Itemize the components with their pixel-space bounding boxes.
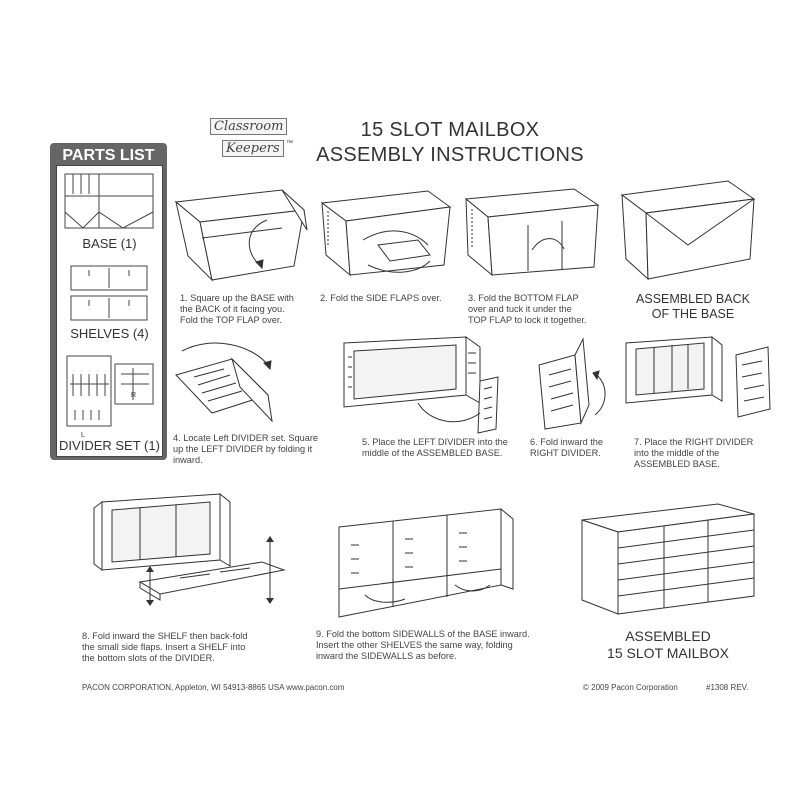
- step9-text-2: Insert the other SHELVES the same way, f…: [316, 640, 566, 651]
- parts-item-base: BASE (1): [57, 236, 162, 251]
- parts-list-heading: PARTS LIST: [50, 147, 167, 165]
- divider-set-illustration: [65, 354, 157, 430]
- title-line2: ASSEMBLY INSTRUCTIONS: [300, 144, 600, 167]
- step1-text-3: Fold the TOP FLAP over.: [180, 315, 320, 326]
- assembled-back-caption: ASSEMBLED BACK OF THE BASE: [618, 292, 768, 322]
- step3-text-1: 3. Fold the BOTTOM FLAP: [468, 293, 613, 304]
- step7-illustration: [622, 333, 772, 423]
- step8-text-3: the bottom slots of the DIVIDER.: [82, 653, 312, 664]
- step3-text-3: TOP FLAP to lock it together.: [468, 315, 613, 326]
- divider-right-mark: R: [131, 392, 136, 399]
- step8-text-1: 8. Fold inward the SHELF then back-fold: [82, 631, 312, 642]
- step1-caption: 1. Square up the BASE with the BACK of i…: [180, 293, 320, 327]
- step6-caption: 6. Fold inward the RIGHT DIVIDER.: [530, 437, 630, 459]
- step9-illustration: [335, 505, 530, 623]
- assembled-back-text-1: ASSEMBLED BACK: [618, 292, 768, 307]
- step4-text-2: up the LEFT DIVIDER by folding it: [173, 444, 343, 455]
- classroom-keepers-logo: Classroom Keepers ™: [208, 118, 308, 164]
- step3-illustration: [462, 185, 602, 280]
- footer-code: #1308 REV.: [706, 683, 748, 692]
- logo-line2: Keepers: [222, 140, 284, 157]
- parts-list-box: PARTS LIST BASE (1) SHELVES (4): [50, 143, 167, 460]
- step3-caption: 3. Fold the BOTTOM FLAP over and tuck it…: [468, 293, 613, 327]
- logo-trademark: ™: [286, 140, 293, 147]
- step1-text-1: 1. Square up the BASE with: [180, 293, 320, 304]
- parts-item-divider-set: DIVIDER SET (1): [57, 438, 162, 453]
- step8-text-2: the small side flaps. Insert a SHELF int…: [82, 642, 312, 653]
- logo-line1: Classroom: [210, 118, 287, 135]
- assembled-final-text-2: 15 SLOT MAILBOX: [588, 645, 748, 662]
- step2-text-1: 2. Fold the SIDE FLAPS over.: [320, 293, 460, 304]
- shelves-part-illustration: [69, 264, 149, 322]
- footer-company: PACON CORPORATION, Appleton, WI 54913-88…: [82, 683, 344, 692]
- step6-text-1: 6. Fold inward the: [530, 437, 630, 448]
- step4-caption: 4. Locate Left DIVIDER set. Square up th…: [173, 433, 343, 467]
- parts-item-shelves: SHELVES (4): [57, 326, 162, 341]
- step1-illustration: [172, 180, 307, 285]
- step2-illustration: [318, 185, 453, 280]
- step7-text-3: ASSEMBLED BASE.: [634, 459, 784, 470]
- title-line1: 15 SLOT MAILBOX: [300, 119, 600, 142]
- step5-caption: 5. Place the LEFT DIVIDER into the middl…: [362, 437, 532, 459]
- step5-text-2: middle of the ASSEMBLED BASE.: [362, 448, 532, 459]
- step7-caption: 7. Place the RIGHT DIVIDER into the midd…: [634, 437, 784, 471]
- assembled-final-text-1: ASSEMBLED: [588, 628, 748, 645]
- step4-text-1: 4. Locate Left DIVIDER set. Square: [173, 433, 343, 444]
- parts-list-panel: BASE (1) SHELVES (4) L R DIVIDER SET (1): [56, 165, 163, 457]
- step9-text-1: 9. Fold the bottom SIDEWALLS of the BASE…: [316, 629, 566, 640]
- step4-illustration: [172, 335, 302, 425]
- step1-text-2: the BACK of it facing you.: [180, 304, 320, 315]
- step8-illustration: [80, 490, 295, 625]
- assembled-back-illustration: [618, 175, 758, 285]
- footer-copyright: © 2009 Pacon Corporation: [583, 683, 678, 692]
- step9-text-3: inward the SIDEWALLS as before.: [316, 651, 566, 662]
- step9-caption: 9. Fold the bottom SIDEWALLS of the BASE…: [316, 629, 566, 663]
- step4-text-3: inward.: [173, 455, 343, 466]
- base-part-illustration: [63, 172, 155, 232]
- step8-caption: 8. Fold inward the SHELF then back-fold …: [82, 631, 312, 665]
- step7-text-2: into the middle of the: [634, 448, 784, 459]
- step6-illustration: [535, 335, 615, 430]
- step5-text-1: 5. Place the LEFT DIVIDER into the: [362, 437, 532, 448]
- step7-text-1: 7. Place the RIGHT DIVIDER: [634, 437, 784, 448]
- step3-text-2: over and tuck it under the: [468, 304, 613, 315]
- step2-caption: 2. Fold the SIDE FLAPS over.: [320, 293, 460, 304]
- assembled-back-text-2: OF THE BASE: [618, 307, 768, 322]
- step5-illustration: [340, 333, 510, 433]
- assembled-mailbox-illustration: [578, 500, 758, 618]
- step6-text-2: RIGHT DIVIDER.: [530, 448, 630, 459]
- assembled-final-caption: ASSEMBLED 15 SLOT MAILBOX: [588, 628, 748, 662]
